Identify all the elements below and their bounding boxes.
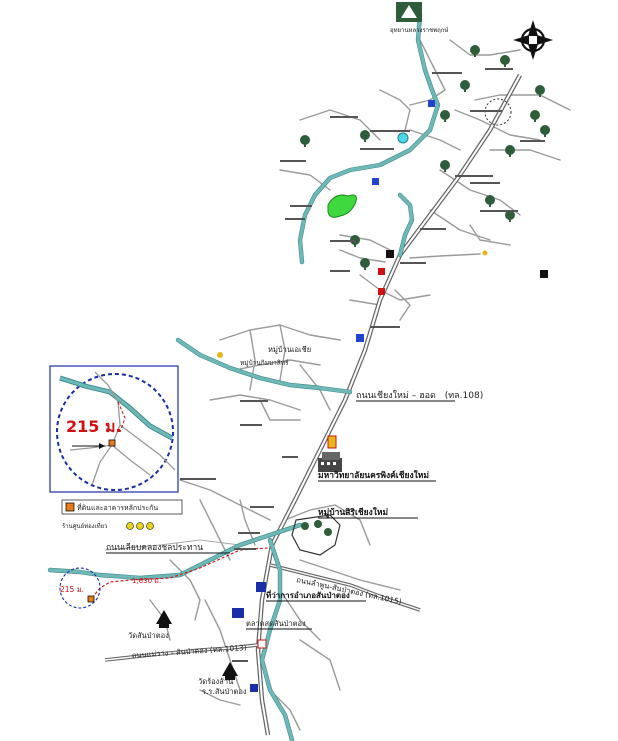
building-icon [256,582,266,592]
building-icon [378,288,385,295]
distance-1630-label: 1,630 ม. [132,577,161,585]
building-icon [257,639,267,649]
temple-icon [222,662,238,680]
village-kimbalit-label: หมู่บ้านกิมบาลิทร์ [240,359,289,367]
highway-code: (ทล.108) [445,391,484,401]
site-route [87,547,269,603]
tree-icon [470,45,480,57]
legend [61,499,183,530]
building-icon [482,250,488,256]
building-icon [378,268,385,275]
highway-name: ถนนเชียงใหม่ – ฮอด [356,390,436,401]
legend-site-icon [65,502,75,512]
village-outline [291,514,341,556]
tree-icon [300,135,310,147]
tree-icon [540,125,550,137]
tree-icon [485,195,495,207]
building-icon [540,270,548,278]
building-icon [386,250,394,258]
inset-distance-label: 215 ม. [66,417,122,436]
tree-icon [505,210,515,222]
building-markers [217,100,548,692]
school-label: ร.ร.สันป่าตอง [202,687,247,696]
tree-icon [500,55,510,67]
temple-icon [156,610,172,628]
building-icon [428,100,435,107]
inset-map [49,365,179,493]
mini-dashed-circle [59,567,101,609]
tree-icon [505,145,515,157]
university-building-icon [318,452,342,472]
building-icon [327,435,337,449]
legend-site-label: ที่ดินและอาคารหลักประกัน [77,503,158,512]
building-icon [356,334,364,342]
building-icon [372,178,379,185]
district-office-label: ที่ว่าการอำเภอสันป่าตอง [266,589,350,600]
tree-icon [360,130,370,142]
tree-icon [460,80,470,92]
canal-road-label: ถนนเลียบคลองชลประทาน [106,542,203,553]
building-icon [250,684,258,692]
pond-marker [397,132,409,144]
temple-1-label: วัดสันป่าตอง [128,631,169,640]
site-marker-icon [87,595,95,603]
minor-labels [180,68,545,662]
tree-icon [530,110,540,122]
temple-2-label: วัดร้องส้าน [198,677,233,686]
park-area [327,194,357,218]
main-highway [104,73,522,736]
village-asia-label: หมู่บ้านเอเชีย [268,345,311,354]
legend-note-label: ร้านศูนย์ท่องเที่ยว [62,522,108,530]
tree-icon [360,258,370,270]
market-label: ตลาดสดสันป่าตอง [246,619,306,628]
park-icon [396,2,422,22]
market-icon [232,608,244,618]
tree-icon [535,85,545,97]
north-arrow-icon [513,20,553,60]
highway-label: ถนนเชียงใหม่ – ฮอด (ทล.108) [356,390,483,401]
building-icon [217,352,223,358]
tree-icon [440,160,450,172]
top-park-label: อุทยานหลวงราชพฤกษ์ [390,26,448,34]
tree-icon [440,110,450,122]
inset-site-marker-icon [108,439,116,447]
tree-icons [300,45,550,270]
mini-distance-label: 215 ม. [60,585,84,594]
university-label: มหาวิทยาลัยนครพิงค์เชียงใหม่ [318,470,429,481]
village-siri-label: หมู่บ้านสิริเชียงใหม่ [318,507,388,518]
